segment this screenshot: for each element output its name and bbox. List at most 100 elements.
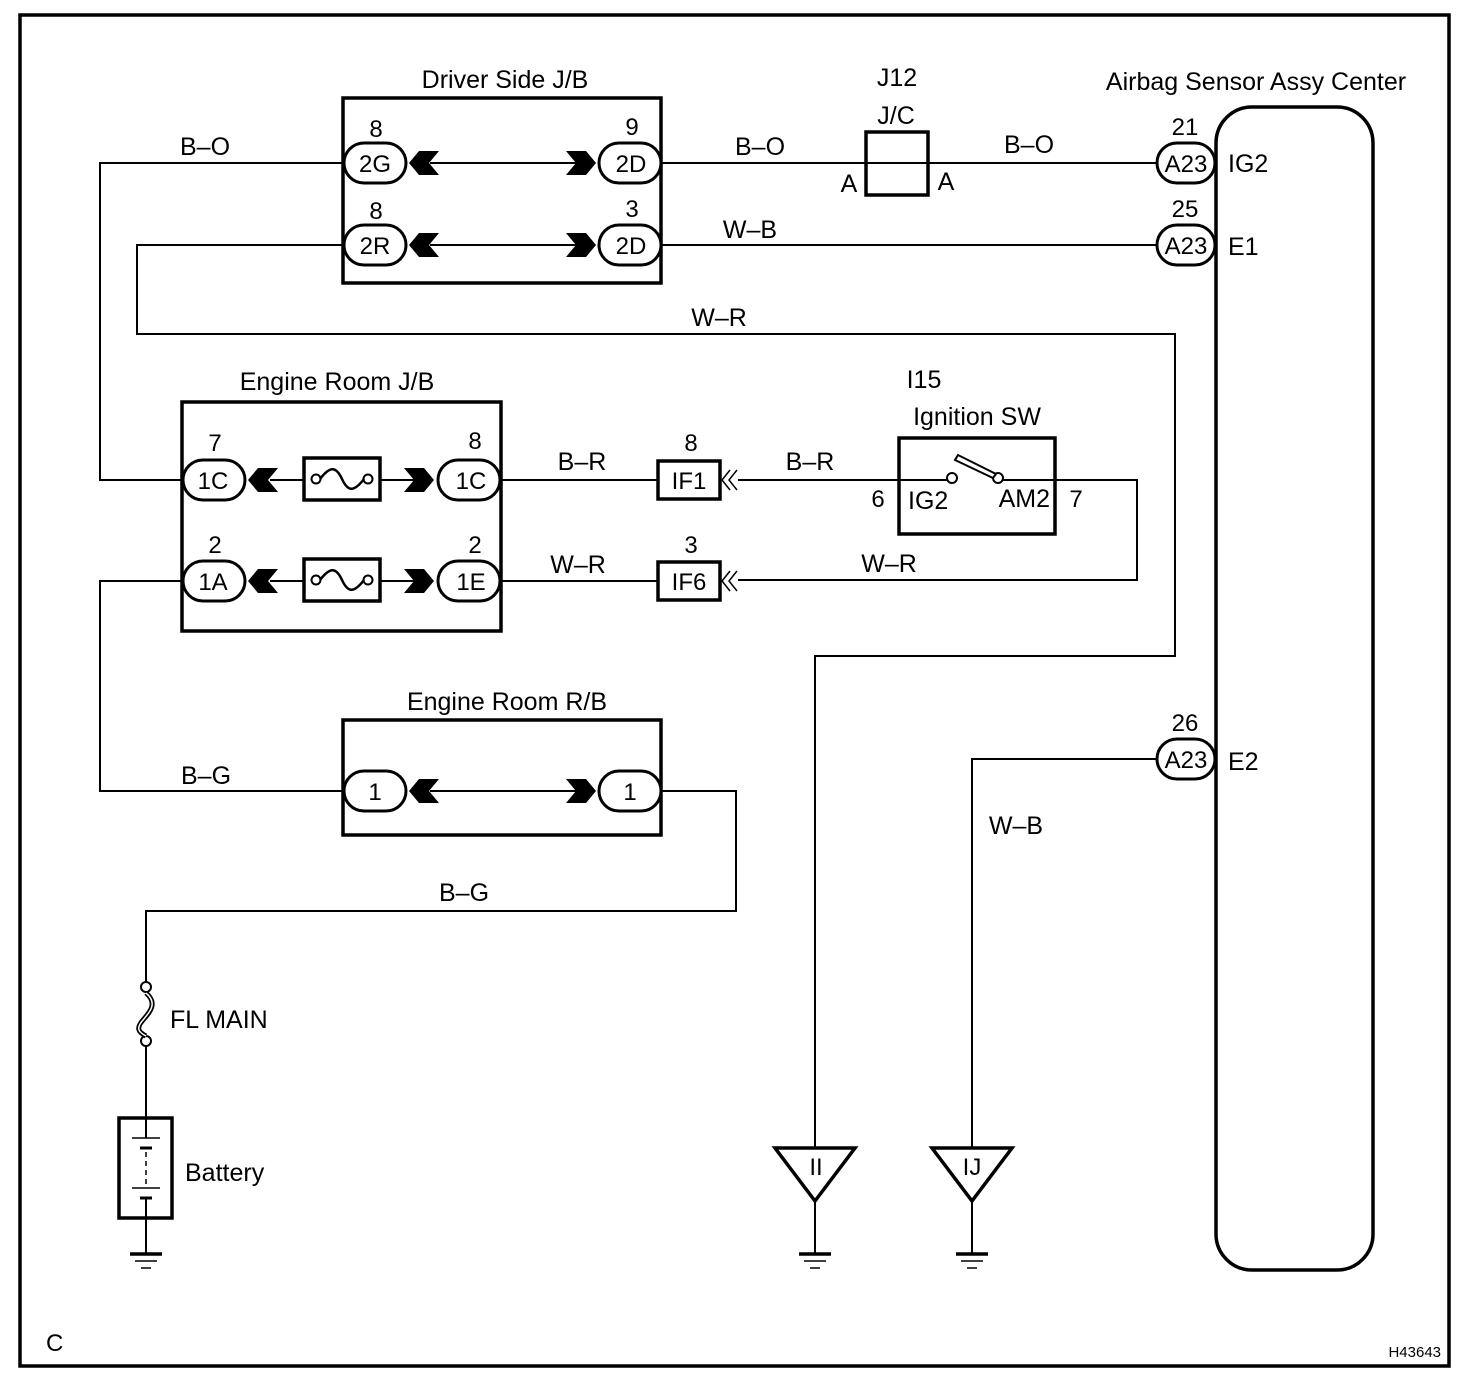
connector-rb-1-left-label: 1	[368, 779, 381, 806]
wire-wr-right	[738, 479, 1138, 581]
inline-connectors: IF1 8 IF6 3	[656, 430, 738, 602]
connector-2r-label: 2R	[360, 233, 391, 260]
airbag-title: Airbag Sensor Assy Center	[1106, 68, 1406, 96]
male-terminal-icon	[721, 570, 731, 592]
driver-jb-title: Driver Side J/B	[422, 66, 589, 94]
fusible-link-terminal	[140, 981, 152, 993]
jc-right-terminal: A	[938, 168, 955, 196]
ground-ij-label: IJ	[963, 1154, 982, 1181]
male-terminal-icon	[728, 570, 738, 592]
engine-rb-box	[341, 718, 663, 837]
wire-label-bo-right: B–O	[1004, 131, 1054, 159]
terminal-e1: E1	[1228, 233, 1259, 261]
wire-label-wb-e2: W–B	[989, 812, 1043, 840]
engine-room-jb: Engine Room J/B 1C 7 1C 8 1A 2 1E 2	[180, 368, 503, 633]
connector-rb-1-right	[597, 769, 663, 813]
connector-a23-21	[1155, 141, 1217, 185]
ignition-pin-7: 7	[1069, 486, 1082, 513]
wire-bg-bottom	[145, 790, 737, 985]
jc-code: J12	[877, 64, 917, 92]
connector-rb-1-left	[342, 769, 408, 813]
connector-1c-7	[181, 458, 247, 502]
connector-2d-3	[597, 223, 663, 267]
ignition-terminal-am2: AM2	[999, 485, 1050, 513]
connector-a23-25-pin: 25	[1172, 196, 1199, 223]
connector-rb-1-right-label: 1	[623, 779, 636, 806]
connector-if6	[656, 560, 722, 602]
jc-left-terminal: A	[841, 170, 858, 198]
wires	[99, 162, 1176, 1148]
connector-1c-8	[436, 458, 502, 502]
connector-2d-9	[597, 141, 663, 185]
wire-bg-left	[99, 580, 344, 792]
connector-1a	[181, 559, 247, 603]
ground-point-ij: IJ	[928, 1146, 1016, 1269]
connector-a23-25-label: A23	[1165, 233, 1208, 260]
wire-wr-top	[136, 244, 1176, 1148]
ground-point-icon	[928, 1146, 1016, 1204]
connector-1e-pin: 2	[468, 532, 481, 559]
connector-if6-label: IF6	[672, 569, 707, 596]
connector-2d-9-pin: 9	[625, 114, 638, 141]
engine-rb-title: Engine Room R/B	[407, 688, 607, 716]
connector-1a-label: 1A	[198, 569, 227, 596]
connector-a23-26	[1155, 737, 1217, 781]
connector-if1-label: IF1	[672, 468, 707, 495]
fuse-terminal	[362, 473, 374, 485]
junction-connector-j12: J12 J/C A A	[841, 64, 955, 198]
fusible-link-icon	[136, 991, 155, 1039]
fusible-link-fl-main: FL MAIN	[136, 981, 268, 1047]
connector-2d-9-label: 2D	[616, 151, 647, 178]
connector-1a-pin: 2	[208, 532, 221, 559]
wire-label-bo-mid: B–O	[735, 133, 785, 161]
fuse-element	[319, 468, 365, 490]
fusible-link-highlight	[138, 992, 153, 1037]
connector-2g-label: 2G	[359, 151, 391, 178]
battery: Battery	[117, 1116, 265, 1269]
ignition-switch: I15 Ignition SW 6 IG2 AM2 7	[871, 366, 1083, 536]
ignition-box	[897, 436, 1057, 536]
ground-point-ii: II	[771, 1146, 859, 1269]
switch-lever-icon	[953, 453, 998, 480]
driver-jb-box	[341, 96, 663, 285]
connector-2d-3-pin: 3	[625, 196, 638, 223]
connector-a23-26-label: A23	[1165, 747, 1208, 774]
fuse-label: FL MAIN	[170, 1006, 268, 1034]
wire-label-br-left: B–R	[558, 448, 607, 476]
ignition-title: Ignition SW	[913, 403, 1041, 431]
ground-ii-label: II	[809, 1154, 822, 1181]
connector-2r	[342, 223, 408, 267]
fuse-terminal	[362, 574, 374, 586]
airbag-sensor-assy: Airbag Sensor Assy Center A23 21 IG2 A23…	[1106, 68, 1406, 1272]
wire-label-br-right: B–R	[786, 448, 835, 476]
jc-title: J/C	[877, 102, 915, 130]
connector-a23-21-label: A23	[1165, 151, 1208, 178]
connector-if1-pin: 8	[684, 430, 697, 457]
connector-1c-7-label: 1C	[198, 468, 229, 495]
ignition-terminal-ig2: IG2	[908, 487, 948, 515]
connector-2g	[342, 141, 408, 185]
wire-label-wb-top: W–B	[723, 216, 777, 244]
wire-label-wr-top: W–R	[691, 304, 747, 332]
ignition-code: I15	[907, 366, 942, 394]
connector-1c-7-pin: 7	[208, 430, 221, 457]
engine-jb-title: Engine Room J/B	[240, 368, 435, 396]
wire-label-bo-left: B–O	[180, 133, 230, 161]
figure-id: H43643	[1388, 1344, 1441, 1361]
connector-a23-26-pin: 26	[1172, 710, 1199, 737]
wire-wb-e2	[971, 758, 1157, 1148]
section-marker: C	[46, 1330, 63, 1357]
connector-1c-8-label: 1C	[456, 468, 487, 495]
connector-2g-pin: 8	[369, 116, 382, 143]
terminal-ig2: IG2	[1228, 150, 1268, 178]
connector-a23-25	[1155, 223, 1217, 267]
wire-label-wr-right: W–R	[861, 550, 917, 578]
driver-side-jb: Driver Side J/B 2G 8 2D 9 2R 8 2D 3	[341, 66, 663, 285]
connector-a23-21-pin: 21	[1172, 114, 1199, 141]
battery-label: Battery	[185, 1159, 265, 1187]
wire-bo-left	[99, 162, 344, 481]
male-terminal-icon	[721, 469, 731, 491]
wire-label-bg-bottom: B–G	[439, 879, 489, 907]
connector-if6-pin: 3	[684, 532, 697, 559]
wire-label-bg-left: B–G	[181, 762, 231, 790]
